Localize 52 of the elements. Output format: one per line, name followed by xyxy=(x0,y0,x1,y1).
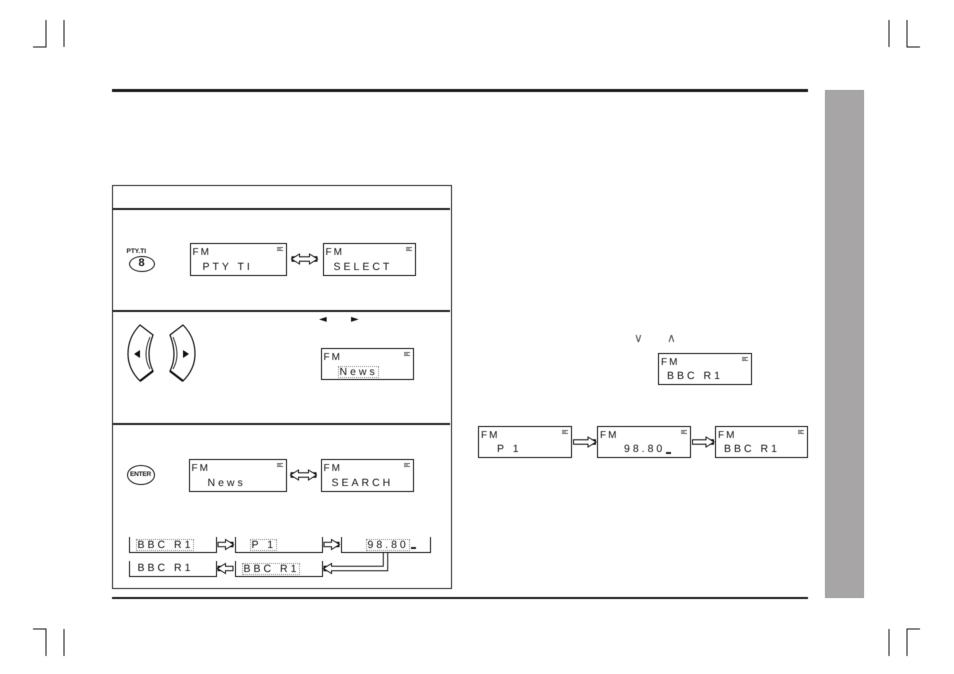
arrow xyxy=(323,552,388,574)
display-text: 98.80 xyxy=(624,444,666,455)
arrow xyxy=(692,436,714,448)
arrow xyxy=(217,563,234,574)
lcd-display xyxy=(234,536,322,552)
display-text: P 1 xyxy=(250,538,278,550)
display-text: 98.80 xyxy=(366,538,410,550)
arrow xyxy=(573,436,596,448)
display-text: BBC R1 xyxy=(138,562,194,574)
lcd-display xyxy=(320,348,414,380)
lcd-display xyxy=(128,536,216,552)
display-text: FM xyxy=(481,430,500,441)
display-text: P 1 xyxy=(497,444,522,455)
display-text: BBC R1 xyxy=(724,444,780,455)
display-text: PTY TI xyxy=(202,262,253,272)
display-text: FM xyxy=(192,246,211,258)
display-text: FM xyxy=(600,430,618,441)
lcd-display xyxy=(234,560,322,576)
arrow xyxy=(291,254,318,264)
arrow xyxy=(290,470,317,480)
key-symbol: ► xyxy=(351,314,359,326)
key-symbol: ∨ xyxy=(634,332,643,344)
display-text: FM xyxy=(324,462,342,474)
display-text: BBC R1 xyxy=(242,562,300,574)
side-tab xyxy=(825,90,864,598)
display-text: FM xyxy=(326,246,344,258)
display-text: FM xyxy=(718,430,736,441)
key-symbol: ◄ xyxy=(319,314,327,326)
round-button: 8 xyxy=(128,256,154,272)
display-text: BBC R1 xyxy=(667,371,723,382)
lcd-display xyxy=(188,458,286,492)
lcd-display xyxy=(322,242,416,276)
display-text: FM xyxy=(324,352,342,362)
display-text: News xyxy=(338,366,379,378)
display-text: SELECT xyxy=(334,262,392,272)
lcd-display xyxy=(715,426,808,458)
lcd-display xyxy=(320,458,414,492)
lcd-display xyxy=(128,560,216,576)
display-text: FM xyxy=(192,462,210,474)
arrow xyxy=(324,539,340,550)
lcd-display xyxy=(597,426,691,458)
lcd-display xyxy=(190,242,286,276)
lcd-display xyxy=(658,353,752,385)
display-text: News xyxy=(208,478,246,488)
display-text: FM xyxy=(661,357,680,368)
key-symbol: ∧ xyxy=(667,332,676,344)
display-text: SEARCH xyxy=(332,478,394,488)
display-text: BBC R1 xyxy=(136,538,194,550)
arrow xyxy=(218,539,234,550)
lcd-display xyxy=(478,426,572,458)
step-table xyxy=(112,185,452,589)
lcd-display xyxy=(340,536,430,552)
